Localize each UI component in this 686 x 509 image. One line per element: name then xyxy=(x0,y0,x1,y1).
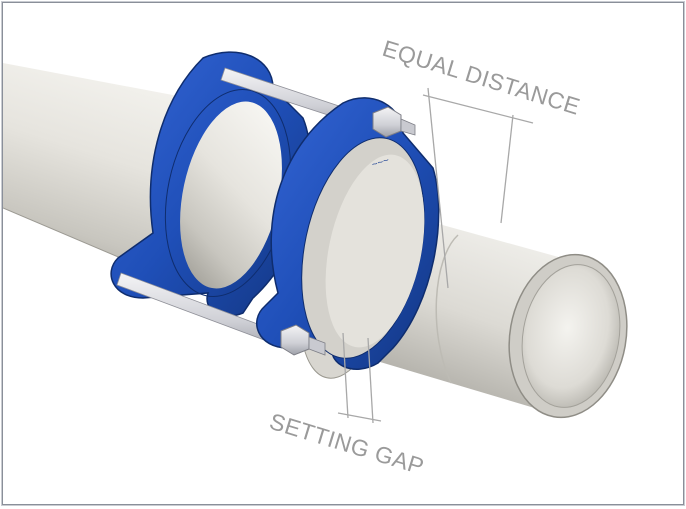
setting-gap-label: SETTING GAP xyxy=(267,408,428,480)
front-flange: ~~~ xyxy=(256,97,440,370)
bottom-nut xyxy=(280,324,326,356)
top-nut xyxy=(372,106,416,138)
svg-text:~~~: ~~~ xyxy=(371,155,391,171)
equal-distance-label: EQUAL DISTANCE xyxy=(380,35,584,120)
setting-gap-guides xyxy=(337,332,382,424)
equal-distance-guides xyxy=(422,87,534,289)
pipe-coupling-diagram: ~~~ EQUAL DISTANCE SETTING GAP xyxy=(3,35,628,480)
